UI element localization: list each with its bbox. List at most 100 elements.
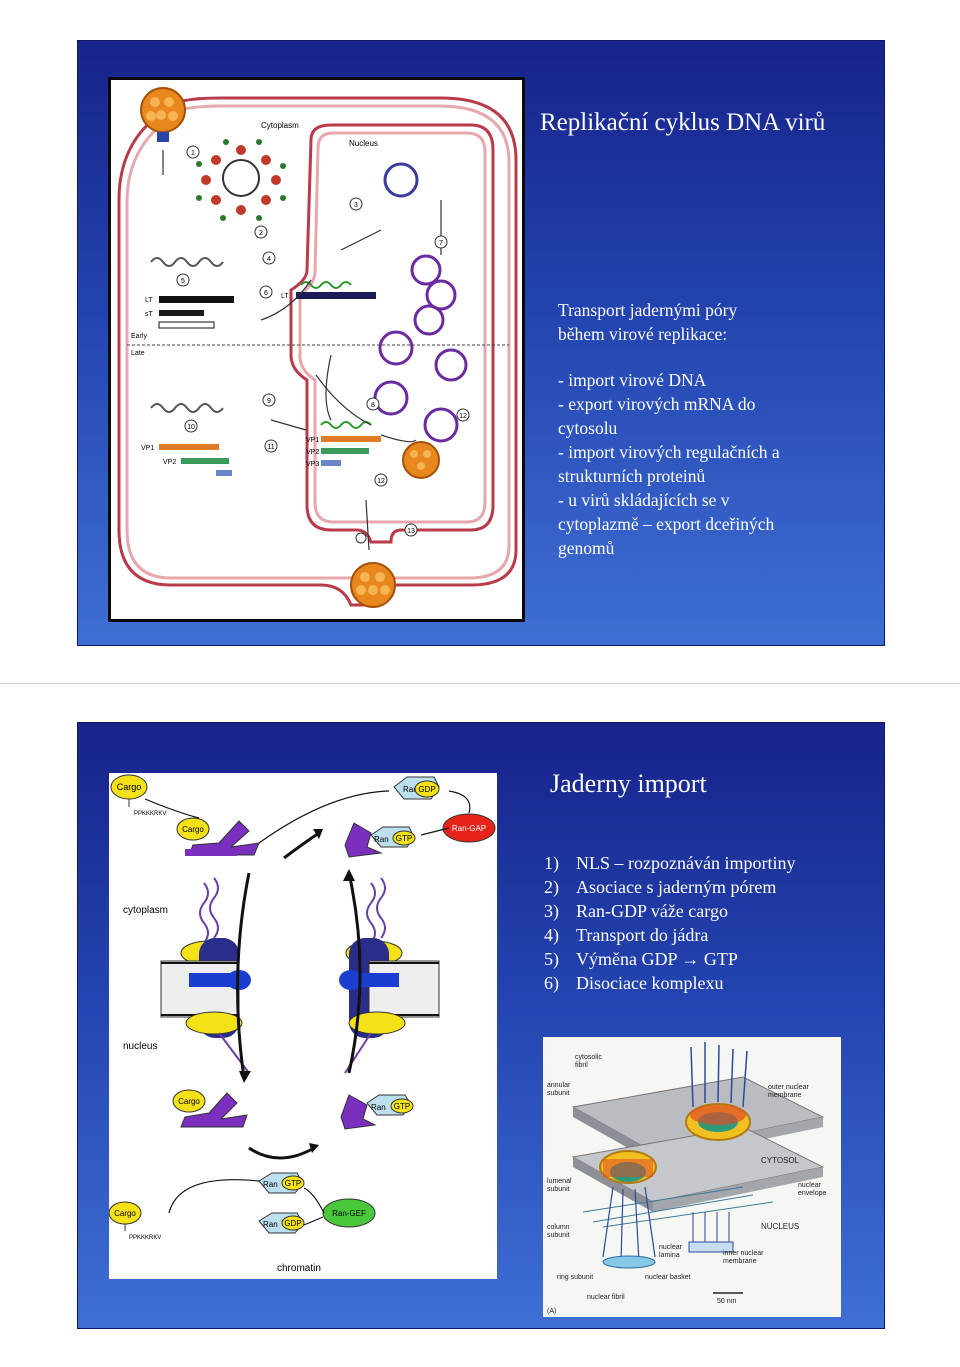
nuclear-envelope-label: envelope [798, 1190, 827, 1197]
lt-bar-left [159, 296, 234, 303]
lt-label-left: LT [145, 297, 153, 304]
cargo-label: Cargo [182, 825, 204, 834]
list-item: 3) Ran-GDP váže cargo [544, 899, 874, 923]
list-line: - export virových mRNA do [558, 394, 756, 414]
vp2-label-left: VP2 [163, 459, 176, 466]
list-line: cytoplazmě – export dceřiných [558, 514, 775, 534]
intro-text: Transport jadernými póry během virové re… [558, 298, 858, 346]
importin-ran-gtp-icon: Ran GTP [344, 822, 416, 858]
virus-replication-cycle-figure: Cytoplasm Nucleus Early Late [108, 77, 525, 622]
ran-label: Ran [263, 1180, 278, 1189]
list-item: 4) Transport do jádra [544, 923, 874, 947]
import-steps-list: 1)NLS – rozpoznáván importiny 2)Asociace… [544, 851, 874, 995]
step-number: 2) [544, 877, 559, 897]
annular-subunit-label: subunit [547, 1090, 570, 1097]
intro-line: Transport jadernými póry [558, 300, 738, 320]
cytosolic-fibril-label: cytosolic [575, 1054, 602, 1061]
nucleus-label: NUCLEUS [761, 1222, 799, 1231]
nuclear-lamina-label: lamina [659, 1252, 680, 1259]
lt-bar-right [296, 292, 376, 299]
step-text: Výměna GDP → GTP [576, 949, 738, 969]
ran-gdp-bottom-icon: Ran GDP [258, 1212, 305, 1234]
vp1-label-right: VP1 [306, 437, 319, 444]
slide-2-title: Jaderny import [550, 769, 707, 798]
list-item: 6)Disociace komplexu [544, 971, 874, 995]
list-line: cytosolu [558, 418, 618, 438]
outer-membrane-label: membrane [768, 1092, 802, 1099]
inner-membrane-label: membrane [723, 1258, 757, 1265]
list-line: - import virových regulačních a [558, 442, 780, 462]
inner-membrane-label: inner nuclear [723, 1250, 764, 1257]
step-number: 7 [439, 240, 443, 247]
step-number: 3 [354, 202, 358, 209]
cargo-label: Cargo [117, 782, 142, 792]
cytosol-label: CYTOSOL [761, 1156, 800, 1165]
cargo-nls-icon: Cargo PPKKKRKV [110, 774, 166, 817]
outer-membrane-label: outer nuclear [768, 1084, 810, 1091]
nls-label: PPKKKRKV [129, 1235, 161, 1241]
slide-1: Cytoplasm Nucleus Early Late [77, 40, 885, 646]
lumenal-subunit-label: lumenal [547, 1178, 572, 1185]
nls-label: PPKKKRKV [134, 811, 166, 817]
nuclear-fibril-label: nuclear fibril [587, 1294, 625, 1301]
step-number: 3) [544, 901, 559, 921]
ran-gtp-bottom-icon: Ran GTP [258, 1172, 305, 1194]
list-line: strukturních proteinů [558, 466, 706, 486]
vp2-label-right: VP2 [306, 449, 319, 456]
nuclear-import-figure: Cargo PPKKKRKV Ran GDP Ran-GAP Cargo [108, 773, 497, 1279]
step-number: 11 [267, 444, 274, 451]
importin-ran-gtp-nucleus-icon: Ran GTP [340, 1094, 414, 1130]
step-number: 6) [544, 973, 559, 993]
step-number: 8 [371, 402, 375, 409]
nuclear-lamina-label: nuclear [659, 1244, 683, 1251]
virus-particle-top-icon [140, 87, 186, 142]
column-subunit-label: column [547, 1224, 570, 1231]
ran-gdp-icon: Ran GDP [393, 776, 440, 800]
step-number: 12 [377, 478, 385, 485]
st-label: sT [145, 311, 154, 318]
released-virion-icon [350, 562, 396, 608]
assembled-virion-icon [402, 441, 440, 479]
list-line: - import virové DNA [558, 370, 707, 390]
ran-gap-icon: Ran-GAP [442, 813, 496, 843]
cytoplasm-label: cytoplasm [123, 905, 168, 916]
step-text: Transport do jádra [576, 925, 709, 945]
gtp-label: GTP [285, 1179, 301, 1188]
step-number: 2 [259, 230, 263, 237]
nuclear-basket-label: nuclear basket [645, 1274, 691, 1281]
early-label: Early [131, 333, 147, 340]
step-number: 1) [544, 853, 559, 873]
list-line: genomů [558, 538, 615, 558]
list-line: - u virů skládajících se v [558, 490, 730, 510]
lumenal-subunit-label: subunit [547, 1186, 570, 1193]
page-divider [0, 683, 960, 684]
column-subunit-label: subunit [547, 1232, 570, 1239]
nuclear-pore-complex-figure: cytosolic fibril annular subunit outer n… [543, 1037, 841, 1317]
nucleus-label: nucleus [123, 1041, 157, 1052]
step-number: 6 [264, 290, 268, 297]
step-number: 12 [459, 413, 467, 420]
vp3-label-right: VP3 [306, 461, 319, 468]
step-number: 4) [544, 925, 559, 945]
list-item: 5)Výměna GDP → GTP [544, 947, 874, 971]
ran-label: Ran [371, 1103, 386, 1112]
cytosolic-fibril-label: fibril [575, 1062, 588, 1069]
gdp-label: GDP [418, 785, 435, 794]
step-number: 9 [267, 398, 271, 405]
progeny-dna-rings-icon [373, 254, 468, 443]
step-number: 5 [181, 278, 185, 285]
panel-label: (A) [547, 1308, 556, 1315]
ran-label: Ran [374, 835, 389, 844]
step-text: Ran-GDP váže cargo [576, 901, 728, 921]
list-item: 2)Asociace s jaderným pórem [544, 875, 874, 899]
ran-label: Ran [403, 785, 418, 794]
cargo-label: Cargo [178, 1097, 200, 1106]
chromatin-label: chromatin [277, 1263, 321, 1274]
slide-2: Cargo PPKKKRKV Ran GDP Ran-GAP Cargo [77, 722, 885, 1329]
ran-gef-icon: Ran-GEF [322, 1198, 376, 1228]
vp1-label-left: VP1 [141, 445, 154, 452]
nucleus-label: Nucleus [349, 139, 378, 148]
pore-bottom-icon [599, 1150, 657, 1269]
late-label: Late [131, 350, 145, 357]
ran-gap-label: Ran-GAP [452, 824, 486, 833]
